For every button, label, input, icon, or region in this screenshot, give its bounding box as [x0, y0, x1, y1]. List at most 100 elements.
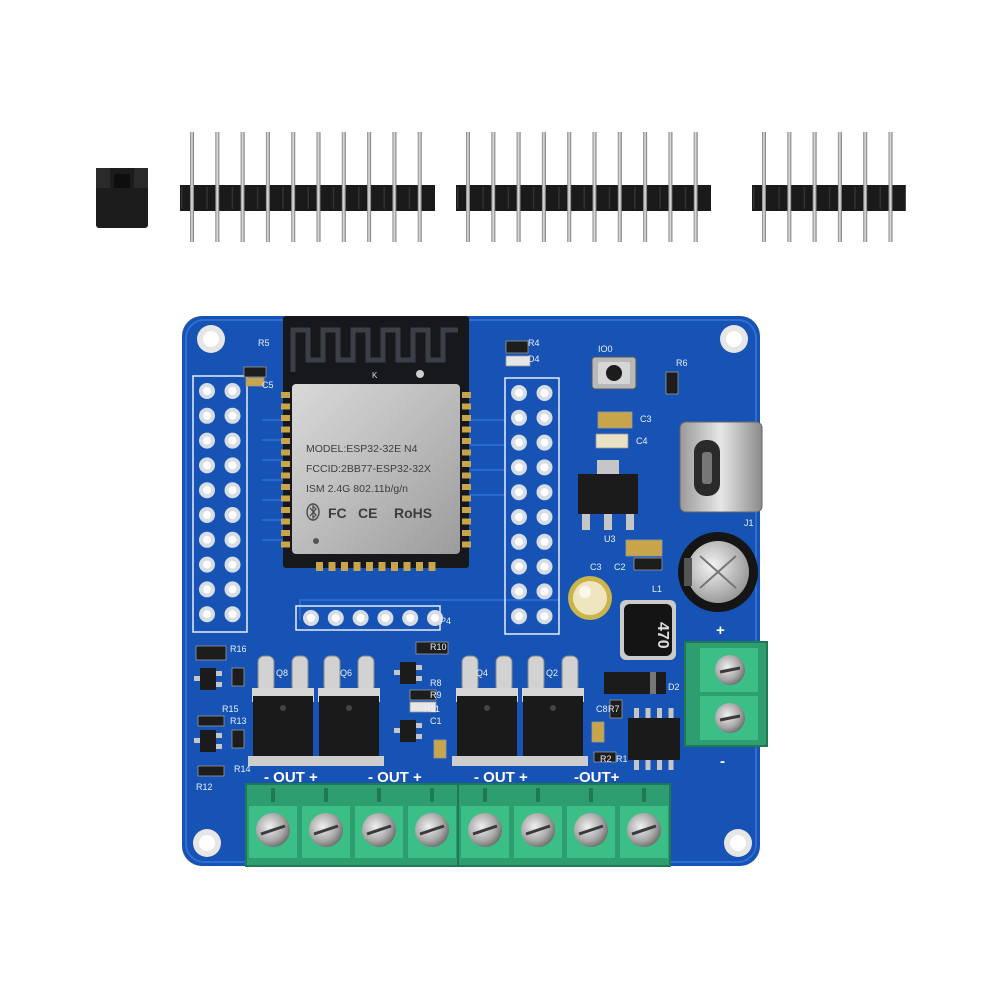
castellation-pad [281, 472, 290, 479]
ic-pin [657, 760, 662, 770]
fc-mark: FC [328, 505, 347, 521]
antenna-trace [290, 327, 458, 372]
header-pin [541, 132, 546, 242]
out-label-2: - OUT + [368, 769, 422, 786]
smd-part [433, 739, 447, 759]
designator-r10: R10 [430, 642, 447, 652]
smd-part [505, 340, 529, 354]
ic-pin [645, 760, 651, 770]
castellation-pad [281, 518, 290, 525]
header-pin [392, 132, 397, 242]
header-pin [341, 132, 346, 242]
mounting-hole [724, 829, 752, 857]
castellation-pad [281, 426, 290, 433]
castellation-pad [462, 415, 471, 421]
castellation-pad [316, 562, 323, 571]
smd-part [665, 371, 679, 395]
header-pin [190, 132, 194, 242]
smd-part [409, 701, 437, 713]
electrolytic-capacitor [678, 532, 758, 612]
designator-r16: R16 [230, 644, 247, 654]
pin-header-10 [456, 132, 711, 242]
smd-part [245, 377, 265, 387]
header-footprint-right [504, 377, 560, 635]
module-fcc-id: FCCID:2BB77-ESP32-32X [306, 463, 431, 475]
module-model: MODEL:ESP32-32E N4 [306, 443, 418, 455]
sot23 [400, 720, 416, 742]
header-pin [863, 132, 868, 242]
header-pin [316, 132, 321, 242]
power-inductor: 470 [620, 600, 676, 660]
smd-part [591, 721, 605, 743]
designator-r4: R4 [528, 338, 540, 348]
ic-pin [657, 708, 662, 718]
designator-l1: L1 [652, 584, 662, 594]
designator-r13: R13 [230, 716, 247, 726]
castellation-pad [428, 562, 436, 571]
castellation-pad [403, 562, 411, 571]
castellation-pad [462, 518, 471, 525]
smd-part [633, 557, 663, 571]
castellation-pad [462, 495, 471, 502]
castellation-pad [462, 403, 471, 410]
designator-r15: R15 [222, 704, 239, 714]
io0-button [591, 356, 637, 390]
mounting-hole [720, 325, 748, 353]
mosfet-lead [323, 655, 341, 693]
esp32-module: K MODEL:ESP32-32E N4 FCCID:2BB77-ESP32-3… [281, 316, 471, 571]
castellation-pad [366, 562, 373, 571]
designator-r14: R14 [234, 764, 251, 774]
smd-part [409, 689, 437, 701]
ic-pin [645, 708, 651, 718]
header-pin [787, 132, 792, 242]
out-label-1: - OUT + [264, 769, 318, 786]
bluetooth-icon [306, 503, 320, 521]
designator-r7: R7 [608, 704, 620, 714]
smd-part [231, 667, 245, 687]
out-label-3: - OUT + [474, 769, 528, 786]
smd-part [595, 433, 629, 449]
screw-icon [715, 655, 745, 685]
smd-part [593, 751, 617, 763]
castellation-pad [281, 449, 290, 456]
smd-components [194, 340, 679, 777]
mosfet-lead [257, 655, 275, 693]
power-plus-label: + [716, 622, 725, 639]
diode [604, 672, 666, 694]
designator-d2: D2 [668, 682, 680, 692]
designator-q4: Q4 [476, 668, 488, 678]
out-label-4: -OUT+ [574, 769, 620, 786]
designator-r12: R12 [196, 782, 213, 792]
smd-part [197, 715, 225, 727]
mosfet-group [248, 655, 588, 766]
header-pin [668, 132, 673, 242]
castellation-pad [462, 541, 471, 548]
mosfet-drain-pad [518, 756, 588, 766]
designator-r8: R8 [430, 678, 442, 688]
header-pin [466, 132, 470, 242]
header-footprint-p4 [295, 605, 443, 631]
power-terminal-block [684, 641, 768, 747]
header-pin [265, 132, 270, 242]
castellation-pad [462, 472, 471, 479]
header-pin [693, 132, 698, 242]
castellation-pad [281, 403, 290, 410]
ic-pin [634, 708, 639, 718]
castellation-pad [281, 438, 290, 444]
smd-part [415, 641, 449, 655]
smd-part [243, 366, 267, 378]
smd-part [597, 411, 633, 429]
designator-r11: R11 [424, 704, 440, 714]
castellation-pad [281, 495, 290, 502]
castellation-pad [462, 426, 471, 433]
castellation-pad [281, 484, 290, 490]
usb-c-port [679, 421, 763, 513]
designator-r1: R1 [616, 754, 628, 764]
header-pin [837, 132, 842, 242]
ic-pin [634, 760, 639, 770]
output-terminal-blocks [245, 783, 671, 867]
mosfet-lead [291, 655, 309, 693]
castellation-pad [353, 562, 361, 571]
header-pin [567, 132, 572, 242]
sot23 [200, 730, 216, 752]
